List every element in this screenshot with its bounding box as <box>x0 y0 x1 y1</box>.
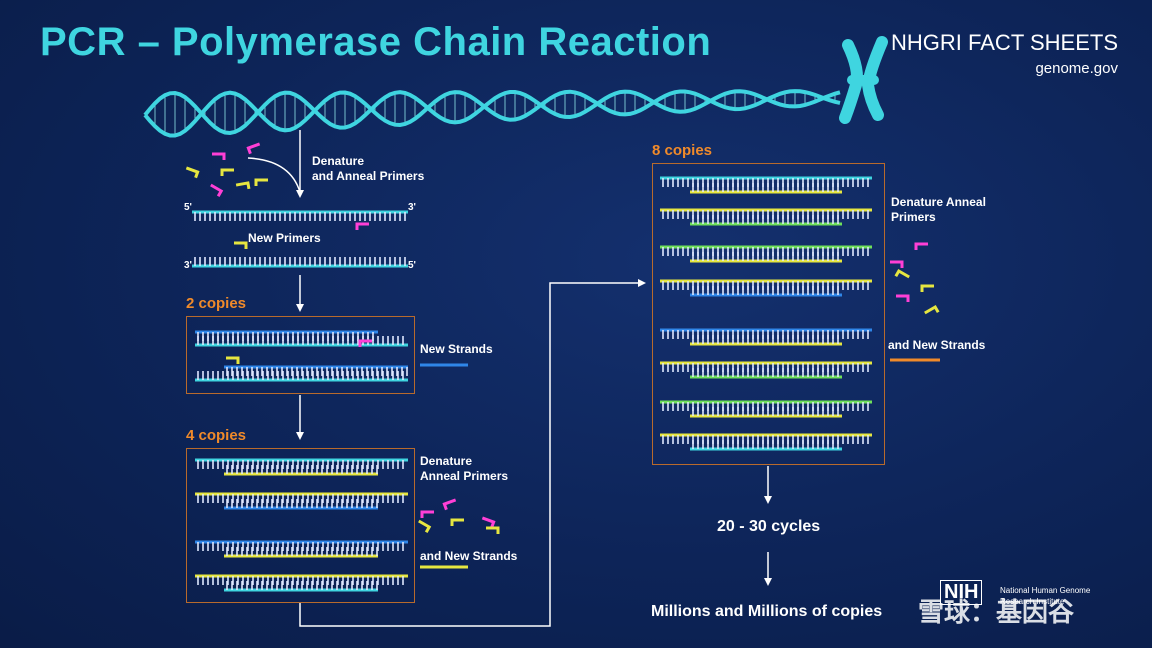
primer-2b <box>226 356 240 364</box>
strand-4-3-a <box>195 574 408 585</box>
primer-free-3 <box>220 168 234 176</box>
strand-8-6-b <box>690 407 842 418</box>
primer-8-free-5 <box>924 304 940 315</box>
page-title: PCR – Polymerase Chain Reaction <box>40 20 712 64</box>
label-new-strands: New Strands <box>420 342 493 356</box>
strand-4-1-b <box>224 499 378 510</box>
label-cycles: 20 - 30 cycles <box>717 518 821 535</box>
strand-4-0-a <box>195 458 408 469</box>
label-denature-anneal: Denature and Anneal Primers <box>312 154 425 183</box>
primer-4-free-4 <box>481 516 496 529</box>
primer-new-2 <box>355 222 369 230</box>
primer-8-free-3 <box>920 284 934 292</box>
nih-text-2: Research Institute <box>1000 597 1065 606</box>
strand-end-3-top: 3' <box>408 202 416 213</box>
primer-new-1 <box>234 241 248 249</box>
strand-4-0-b <box>224 465 378 476</box>
strand-8-5-b <box>690 368 842 379</box>
strand-8-7-b <box>690 440 842 451</box>
strand-4-1-a <box>195 492 408 503</box>
nih-logo: NIH <box>940 580 983 605</box>
strand-8-0-b <box>690 183 842 194</box>
strand-end-5-top: 5' <box>184 202 192 213</box>
strand-end-5-bottom: 5' <box>408 260 416 271</box>
template-strand-bottom <box>192 257 408 268</box>
chromosome-icon <box>839 36 888 124</box>
curved-arrow-icon <box>247 157 301 193</box>
strand-8-3-b <box>690 286 842 297</box>
strand-2c <box>195 371 408 382</box>
strand-4-2-a <box>195 540 408 551</box>
label-2-copies: 2 copies <box>186 295 247 312</box>
primer-free-1 <box>246 142 261 155</box>
primer-free-5 <box>235 181 251 190</box>
dna-helix-icon <box>143 89 841 138</box>
primer-4-free-2 <box>418 519 432 533</box>
template-strand-top <box>192 210 408 221</box>
box-4-copies <box>186 448 415 603</box>
brand-fact-sheets: NHGRI FACT SHEETS <box>891 30 1118 55</box>
strand-2d <box>224 365 408 376</box>
primer-8-free-2 <box>894 268 910 279</box>
label-and-new-strands-8: and New Strands <box>888 338 986 352</box>
label-new-primers: New Primers <box>248 231 321 245</box>
brand-link[interactable]: genome.gov <box>1035 60 1118 77</box>
primer-8-free-0 <box>914 242 928 250</box>
primer-free-4 <box>210 183 224 197</box>
box-2-copies <box>186 316 415 394</box>
primer-4-free-3 <box>450 518 464 526</box>
label-4-copies: 4 copies <box>186 427 247 444</box>
strand-8-2-b <box>690 252 842 263</box>
watermark: 雪球：基因谷 <box>918 597 1075 627</box>
box-8-copies <box>652 163 885 465</box>
primer-free-6 <box>254 178 268 186</box>
strand-8-1-b <box>690 215 842 226</box>
label-denature-anneal-primers-8: Denature Anneal Primers <box>891 195 986 224</box>
primer-4-free-0 <box>420 510 434 518</box>
strand-8-4-b <box>690 335 842 346</box>
label-denature-anneal-primers: Denature Anneal Primers <box>420 454 509 483</box>
label-millions: Millions and Millions of copies <box>651 603 883 620</box>
primer-2a <box>358 339 372 347</box>
primer-8-free-1 <box>890 260 904 268</box>
flow-arrows-icon <box>299 275 769 627</box>
primer-free-0 <box>212 152 226 160</box>
nih-text-1: National Human Genome <box>1000 586 1091 595</box>
label-8-copies: 8 copies <box>652 142 713 159</box>
primer-4-free-1 <box>442 498 457 511</box>
primer-8-free-4 <box>896 294 910 302</box>
strand-end-3-bottom: 3' <box>184 260 192 271</box>
brand: NHGRI FACT SHEETS genome.gov <box>891 30 1118 77</box>
label-and-new-strands: and New Strands <box>420 549 518 563</box>
primer-4-free-5 <box>486 526 500 534</box>
strand-4-2-b <box>224 547 378 558</box>
strand-2b <box>195 330 378 341</box>
primer-free-2 <box>185 166 200 179</box>
strand-4-3-b <box>224 581 378 592</box>
